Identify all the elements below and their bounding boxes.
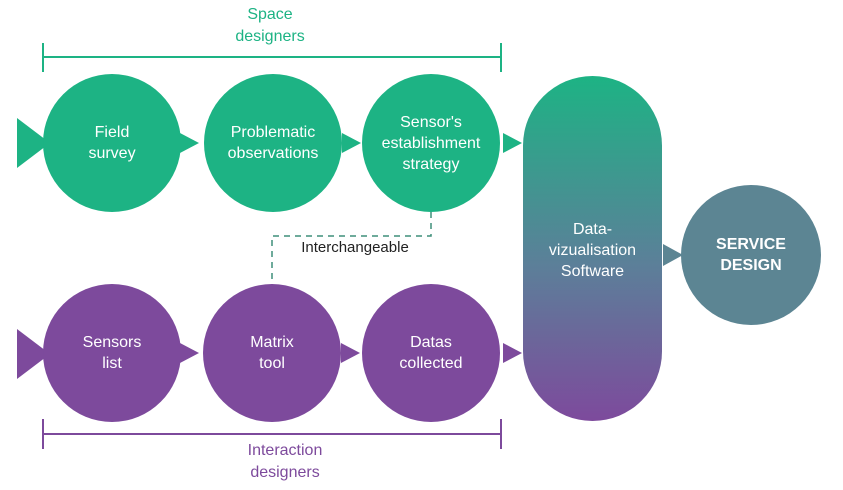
- top-entry-arrow: [17, 118, 50, 168]
- software-text: Data- vizualisation Software: [523, 205, 662, 295]
- sensors-list-line-2: list: [102, 355, 122, 372]
- sensor-strategy-line-3: strategy: [402, 155, 460, 173]
- arrow-bottom-3: [503, 343, 522, 363]
- node-problematic-observations: [204, 74, 342, 212]
- arrow-to-service: [663, 244, 683, 266]
- matrix-tool-line-1: Matrix: [250, 334, 294, 351]
- software-line-1: Data-: [572, 220, 613, 238]
- arrow-top-2: [342, 133, 361, 153]
- sensor-strategy-text: Sensor's establishment strategy: [361, 83, 501, 203]
- interaction-designers-label: Interaction designers: [185, 440, 385, 484]
- sensor-strategy-line-1: Sensor's: [400, 113, 462, 131]
- datas-collected-text: Datas collected: [366, 293, 496, 413]
- node-data-software: [523, 76, 662, 421]
- interchangeable-connector: [271, 212, 432, 285]
- software-line-3: Software: [560, 262, 625, 280]
- problematic-line-1: Problematic: [230, 124, 316, 141]
- sensor-strategy-line-2: establishment: [381, 134, 481, 152]
- problematic-observations-text: Problematic observations: [208, 83, 338, 203]
- node-service-design: [681, 185, 821, 325]
- interaction-label-line-1: Interaction: [247, 442, 323, 459]
- software-line-2: vizualisation: [548, 241, 637, 259]
- field-survey-line-1: Field: [94, 124, 130, 141]
- bottom-entry-arrow: [17, 329, 50, 379]
- datas-collected-line-1: Datas: [410, 334, 452, 351]
- node-datas-collected: [362, 284, 500, 422]
- node-sensor-strategy: [362, 74, 500, 212]
- interchangeable-label: Interchangeable: [301, 239, 409, 256]
- top-row-arrows: [180, 133, 522, 153]
- space-designers-bracket: [42, 43, 502, 72]
- interaction-designers-bracket: [42, 419, 502, 449]
- sensors-list-text: Sensors list: [47, 293, 177, 413]
- arrow-bottom-1: [180, 343, 199, 363]
- node-matrix-tool: [203, 284, 341, 422]
- space-label-line-2: designers: [235, 28, 305, 45]
- node-field-survey: [43, 74, 181, 212]
- arrow-bottom-2: [341, 343, 360, 363]
- arrow-top-3: [503, 133, 522, 153]
- interaction-label-line-2: designers: [250, 464, 320, 481]
- matrix-tool-line-2: tool: [259, 355, 285, 372]
- arrow-top-1: [180, 133, 199, 153]
- service-line-1: SERVICE: [716, 236, 786, 253]
- field-survey-line-2: survey: [88, 145, 136, 162]
- service-line-2: DESIGN: [720, 257, 782, 274]
- space-label-line-1: Space: [247, 6, 293, 23]
- problematic-line-2: observations: [227, 145, 319, 162]
- field-survey-text: Field survey: [47, 83, 177, 203]
- datas-collected-line-2: collected: [399, 355, 463, 372]
- service-design-text: SERVICE DESIGN: [681, 205, 821, 305]
- matrix-tool-text: Matrix tool: [207, 293, 337, 413]
- bottom-row-arrows: [180, 343, 522, 363]
- node-sensors-list: [43, 284, 181, 422]
- sensors-list-line-1: Sensors: [82, 334, 142, 351]
- space-designers-label: Space designers: [170, 4, 370, 48]
